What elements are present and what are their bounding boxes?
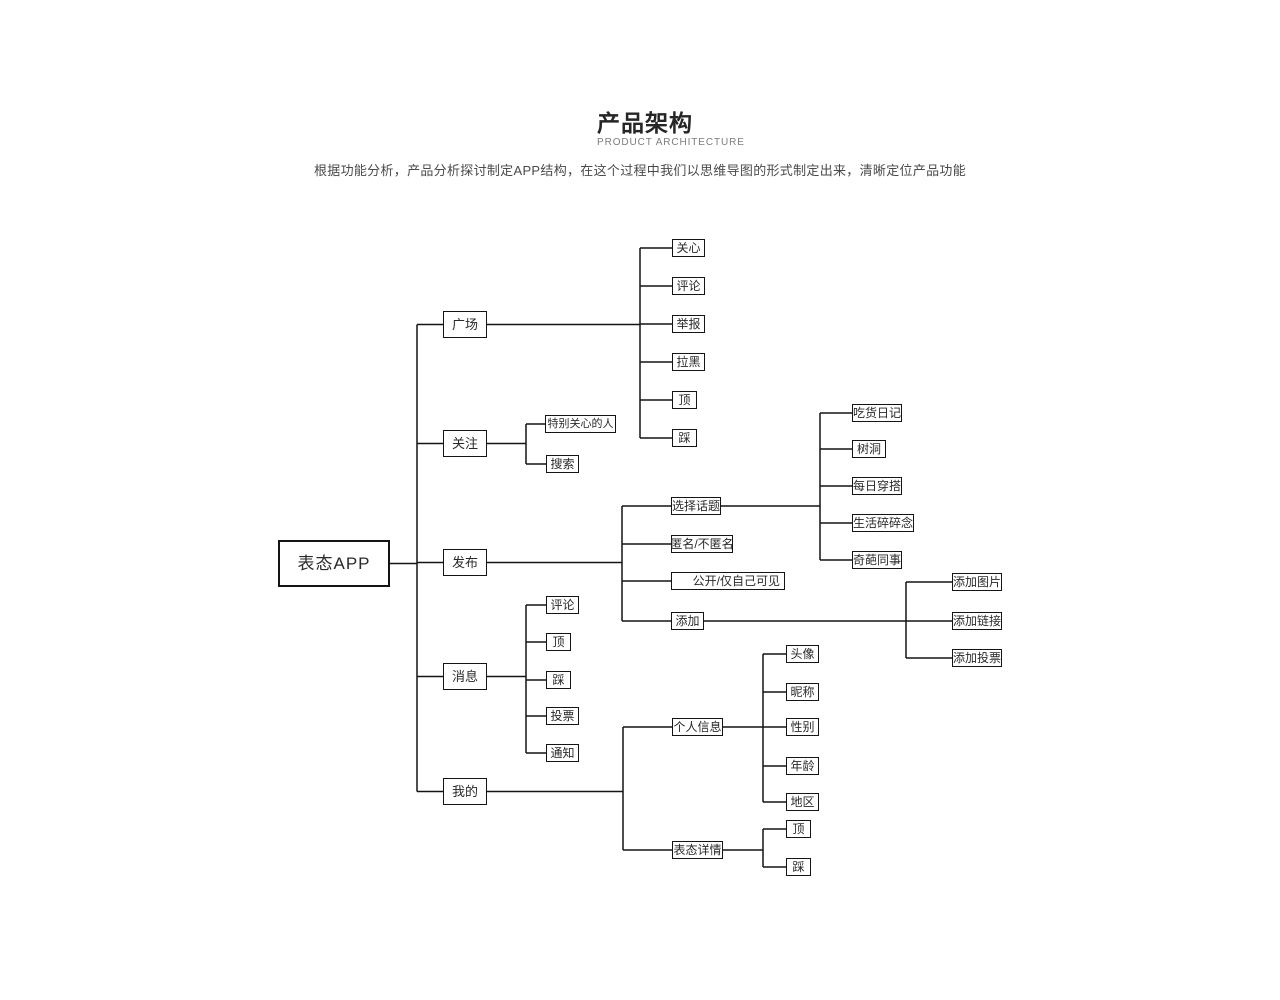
connector-root-spine	[390, 323, 443, 793]
node-publish-visibility: 公开/仅自己可见	[671, 572, 785, 590]
node-message: 消息	[443, 663, 487, 690]
node-profile-age: 年龄	[786, 757, 819, 775]
node-message-comment: 评论	[546, 596, 579, 614]
node-plaza-care: 关心	[672, 239, 705, 257]
node-plaza-upvote: 顶	[672, 391, 697, 409]
node-add-vote: 添加投票	[952, 649, 1002, 667]
node-topic-weird-coworker: 奇葩同事	[852, 551, 902, 569]
connector-publish-children	[487, 505, 671, 622]
node-plaza-comment: 评论	[672, 277, 705, 295]
node-message-downvote: 踩	[546, 671, 571, 689]
connector-follow-children	[487, 423, 546, 465]
node-root: 表态APP	[278, 540, 390, 587]
node-follow-special: 特别关心的人	[545, 415, 616, 433]
connector-plaza-children	[487, 247, 672, 439]
node-message-notify: 通知	[546, 744, 579, 762]
node-profile-region: 地区	[786, 793, 819, 811]
page-title: 产品架构	[597, 110, 693, 136]
connector-message-children	[487, 604, 546, 754]
node-topic-life-bits: 生活碎碎念	[852, 514, 914, 532]
node-plaza: 广场	[443, 311, 487, 338]
node-add-link: 添加链接	[952, 612, 1002, 630]
node-publish-topic: 选择话题	[671, 497, 721, 515]
page-subtitle: PRODUCT ARCHITECTURE	[597, 137, 745, 148]
connector-profile-children	[723, 653, 786, 803]
node-follow-search: 搜索	[546, 455, 579, 473]
node-mine-detail: 表态详情	[672, 841, 723, 859]
node-publish-add: 添加	[671, 612, 704, 630]
node-detail-downvote: 踩	[786, 858, 811, 876]
node-message-upvote: 顶	[546, 633, 571, 651]
node-mine: 我的	[443, 778, 487, 805]
node-plaza-block: 拉黑	[672, 353, 705, 371]
node-topic-daily-outfit: 每日穿搭	[852, 477, 902, 495]
node-publish-anonymous: 匿名/不匿名	[670, 535, 734, 553]
node-mine-profile: 个人信息	[672, 718, 723, 736]
node-message-vote: 投票	[546, 707, 579, 725]
node-profile-avatar: 头像	[786, 645, 819, 663]
connector-mine-children	[487, 726, 672, 851]
connector-detail-children	[723, 828, 786, 868]
node-topic-food-diary: 吃货日记	[852, 404, 902, 422]
node-publish: 发布	[443, 549, 487, 576]
node-plaza-report: 举报	[672, 315, 705, 333]
page-description: 根据功能分析，产品分析探讨制定APP结构，在这个过程中我们以思维导图的形式制定出…	[313, 163, 966, 178]
node-topic-treehole: 树洞	[852, 440, 886, 458]
node-profile-gender: 性别	[786, 718, 819, 736]
node-add-image: 添加图片	[952, 573, 1002, 591]
connector-add-children	[704, 581, 952, 659]
connector-topic-children	[721, 412, 852, 561]
node-plaza-downvote: 踩	[672, 429, 697, 447]
node-profile-nickname: 昵称	[786, 683, 819, 701]
node-follow: 关注	[443, 430, 487, 457]
node-detail-upvote: 顶	[786, 820, 811, 838]
